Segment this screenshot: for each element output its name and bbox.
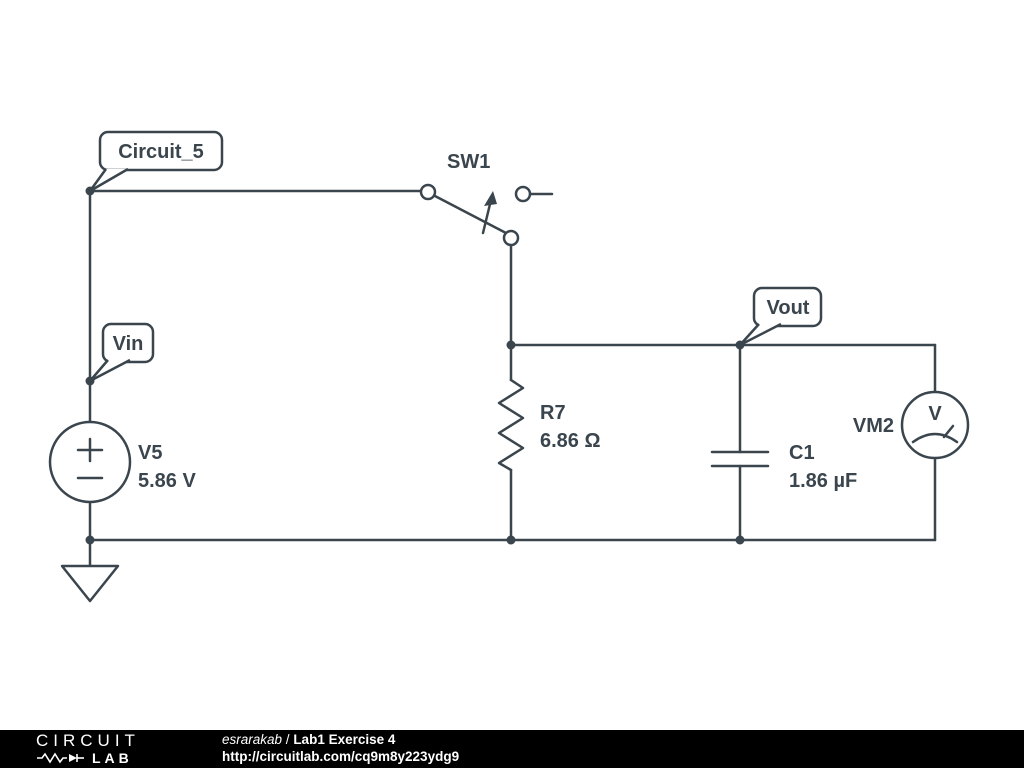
resistor-zigzag [497, 378, 525, 472]
resistor-label: R7 [540, 402, 566, 424]
node-dot [506, 535, 516, 545]
net-label-text: Vout [767, 297, 810, 319]
voltmeter-letter: V [928, 403, 942, 425]
switch-terminal-bottom [502, 229, 520, 247]
ground-triangle [60, 564, 120, 603]
footer-circuit-title: Lab1 Exercise 4 [293, 732, 396, 747]
footer-bar: CIRCUIT LAB esrarakab / Lab1 Exercise 4 … [0, 730, 1024, 768]
voltmeter-scale-arc [911, 432, 959, 444]
voltmeter-label: VM2 [853, 415, 894, 437]
resistor-r7[interactable]: R7 6.86 Ω [497, 378, 601, 472]
source-label: V5 [138, 442, 162, 464]
resistor-icon [37, 752, 84, 764]
switch-sw1[interactable]: SW1 [419, 151, 554, 247]
switch-terminal-left [419, 183, 437, 201]
voltage-source-v5[interactable]: V5 5.86 V [48, 420, 196, 504]
net-label-vin[interactable]: Vin [88, 322, 155, 383]
capacitor-label: C1 [789, 442, 815, 464]
footer-title-line: esrarakab / Lab1 Exercise 4 [222, 732, 459, 749]
switch-terminal-right [514, 185, 532, 203]
switch-label: SW1 [447, 151, 490, 173]
node-dot [735, 535, 745, 545]
footer-url: http://circuitlab.com/cq9m8y223ydg9 [222, 748, 460, 764]
net-label-pointer [88, 167, 129, 193]
schematic-canvas: SW1 R7 6.86 Ω C1 1.86 µF V VM2 [48, 130, 970, 603]
capacitor-c1[interactable]: C1 1.86 µF [710, 442, 857, 492]
capacitor-value: 1.86 µF [789, 470, 857, 492]
node-dot [85, 535, 95, 545]
net-label-box [98, 130, 224, 172]
ground-symbol[interactable] [60, 564, 120, 603]
net-label-circuit5[interactable]: Circuit_5 [88, 130, 224, 193]
switch-arrow-shaft [481, 198, 493, 235]
logo-text-lab: LAB [92, 750, 133, 766]
net-label-text: Circuit_5 [118, 141, 204, 163]
logo-text-circuit: CIRCUIT [36, 731, 140, 750]
footer-author: esrarakab [222, 732, 283, 747]
net-label-box [752, 286, 823, 328]
source-value: 5.86 V [138, 470, 196, 492]
switch-arm [433, 194, 508, 235]
footer-meta: esrarakab / Lab1 Exercise 4 http://circu… [222, 732, 459, 766]
resistor-value: 6.86 Ω [540, 430, 601, 452]
net-label-text: Vin [113, 333, 144, 355]
switch-arrow-head [484, 191, 497, 206]
net-label-pointer [738, 322, 782, 347]
wires [88, 189, 937, 568]
voltmeter-body [900, 390, 970, 460]
voltmeter-needle [942, 424, 955, 439]
footer-divider: / [282, 732, 294, 747]
net-label-pointer [88, 358, 131, 383]
net-label-vout[interactable]: Vout [738, 286, 823, 347]
voltmeter-vm2[interactable]: V VM2 [853, 390, 970, 460]
circuitlab-logo[interactable]: CIRCUIT LAB [36, 732, 140, 765]
node-dot [506, 340, 516, 350]
